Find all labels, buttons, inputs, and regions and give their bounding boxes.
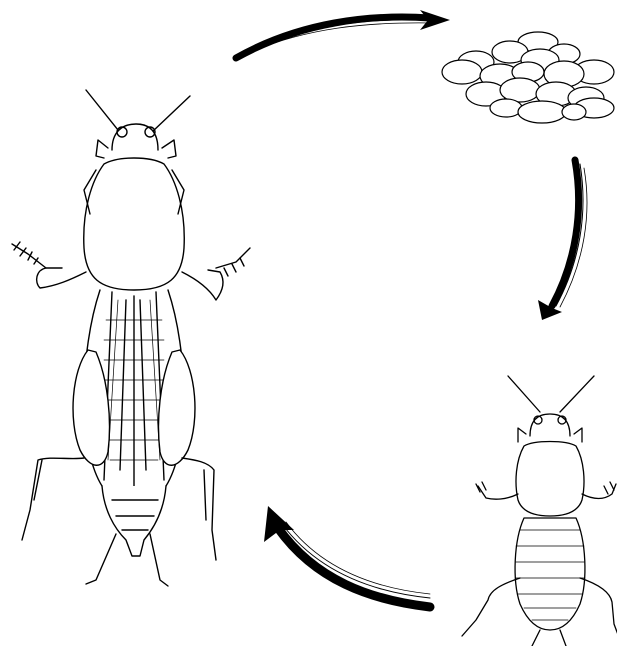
arrow-nymph-to-adult bbox=[264, 506, 430, 607]
nymph-mole-cricket-icon bbox=[462, 376, 617, 646]
adult-mole-cricket-icon bbox=[12, 90, 250, 586]
egg-cluster-icon bbox=[442, 32, 614, 123]
arrow-eggs-to-nymph bbox=[538, 160, 587, 320]
arrow-adult-to-eggs bbox=[236, 10, 450, 58]
